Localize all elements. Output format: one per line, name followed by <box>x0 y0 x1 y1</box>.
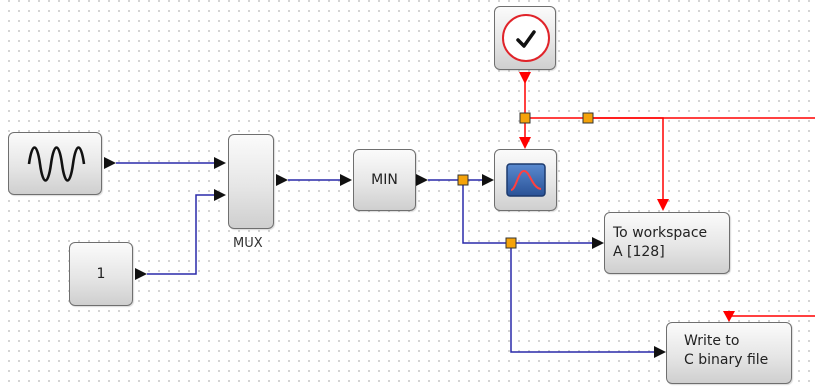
arrow-mux-out <box>276 174 288 186</box>
arrow-const-out <box>135 268 147 280</box>
data-arrowheads <box>104 157 666 358</box>
data-links <box>116 162 656 353</box>
clock-block[interactable] <box>494 6 556 70</box>
event-arrowheads <box>519 72 735 322</box>
split-point-event-1[interactable] <box>519 112 531 124</box>
write-binary-line2: C binary file <box>684 352 769 368</box>
arrow-scope-event-in <box>519 137 531 149</box>
link-split-to-workspace[interactable] <box>462 180 596 244</box>
to-workspace-block[interactable]: To workspace A [128] <box>604 212 730 274</box>
mux-block[interactable] <box>228 134 274 229</box>
arrow-workspace-in <box>592 237 604 249</box>
scope-block[interactable] <box>494 149 557 211</box>
split-points <box>457 112 594 249</box>
write-binary-line1: Write to <box>684 333 740 349</box>
arrow-mux-in2 <box>214 189 226 201</box>
write-binary-block[interactable]: Write to C binary file <box>666 322 792 384</box>
constant-value: 1 <box>96 266 106 282</box>
min-block[interactable]: MIN <box>353 149 416 211</box>
min-label: MIN <box>371 172 398 188</box>
arrow-min-out <box>416 174 428 186</box>
sine-generator-block[interactable] <box>8 132 102 195</box>
link-const-to-mux[interactable] <box>147 194 222 275</box>
split-point-data-1[interactable] <box>457 174 469 186</box>
constant-block[interactable]: 1 <box>69 242 133 306</box>
mux-label: MUX <box>233 236 263 251</box>
sine-wave-icon <box>26 139 86 193</box>
arrow-binary-in <box>654 346 666 358</box>
split-point-event-2[interactable] <box>582 112 594 124</box>
arrow-clock-out <box>519 72 531 84</box>
arrow-workspace-event-in <box>657 199 669 211</box>
clock-icon <box>500 12 552 68</box>
link-split-to-binary[interactable] <box>510 243 656 353</box>
event-links <box>524 73 815 317</box>
arrow-mux-in1 <box>214 157 226 169</box>
arrow-min-in <box>340 174 352 186</box>
scope-icon <box>506 163 546 201</box>
split-point-data-2[interactable] <box>505 237 517 249</box>
arrow-sine-out <box>104 157 116 169</box>
arrow-binary-event-in <box>723 311 735 322</box>
arrow-scope-in <box>482 174 494 186</box>
to-workspace-line2: A [128] <box>613 244 665 260</box>
to-workspace-line1: To workspace <box>613 225 708 241</box>
